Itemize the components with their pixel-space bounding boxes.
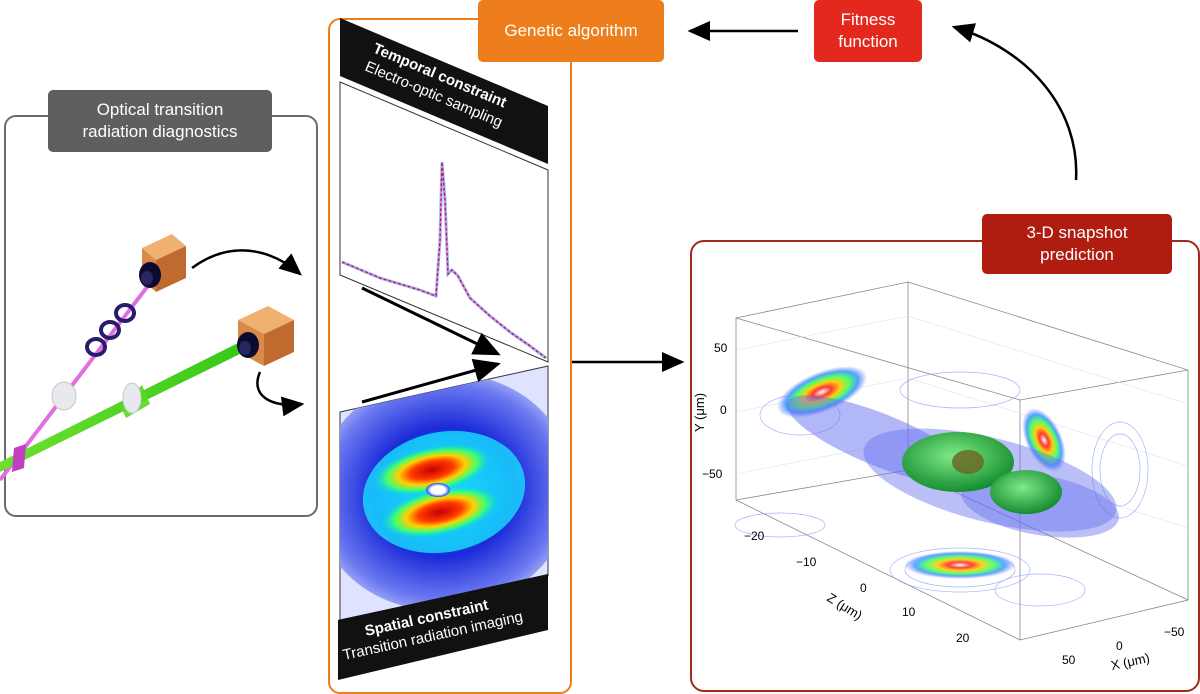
spatial-panel: Spatial constraint Transition radiation … — [338, 358, 549, 680]
x-axis-tick-label: 50 — [1062, 653, 1076, 667]
camera-1 — [139, 234, 186, 292]
snapshot-tag: 3-D snapshot prediction — [982, 214, 1172, 274]
lens-a — [51, 381, 77, 411]
x-axis-tick-label: 0 — [1116, 639, 1123, 653]
snapshot-frame — [690, 240, 1200, 692]
fitness-line2: function — [838, 32, 898, 51]
otr-tag: Optical transition radiation diagnostics — [48, 90, 272, 152]
y-axis-tick-label: 50 — [714, 341, 728, 355]
lens-ring-2 — [99, 320, 121, 340]
fitness-line1: Fitness — [840, 10, 896, 29]
lens-ring-3 — [114, 303, 136, 323]
snapshot-line2: prediction — [1040, 245, 1114, 264]
y-axis-tick-label: −50 — [702, 467, 723, 481]
z-axis-label: Z (μm) — [824, 590, 865, 623]
z-axis-tick-label: 10 — [902, 605, 916, 619]
y-axis-label: Y (μm) — [692, 393, 707, 432]
camera-2 — [237, 306, 294, 366]
z-axis-tick-label: 20 — [956, 631, 970, 645]
temporal-panel: Temporal constraint Electro-optic sampli… — [339, 18, 549, 363]
x-axis-label: X (μm) — [1110, 650, 1152, 673]
plot-3d: 50 0 −50 −20 −10 0 10 20 50 0 −50 Y (μm) Z (μm) X … — [692, 281, 1189, 673]
lens-b — [122, 382, 142, 414]
snapshot-line1: 3-D snapshot — [1026, 223, 1128, 242]
fitness-function-tag: Fitness function — [814, 0, 922, 62]
green-isosurface-2 — [990, 470, 1062, 514]
genetic-frame — [328, 18, 572, 694]
arrow-camera2-to-spatial — [256, 371, 305, 417]
otr-tag-line1: Optical transition — [96, 100, 224, 119]
magenta-beam — [0, 268, 162, 482]
genetic-algorithm-tag: Genetic algorithm — [478, 0, 664, 62]
z-axis-tick-label: 0 — [860, 581, 867, 595]
z-axis-tick-label: −10 — [796, 555, 817, 569]
arrow-spatial — [361, 358, 501, 404]
lens-ring-1 — [85, 337, 107, 357]
arrow-camera1-to-temporal — [191, 249, 302, 276]
arrow-snapshot-to-fitness — [951, 23, 1078, 181]
arrow-temporal — [361, 286, 501, 356]
y-axis-tick-label: 0 — [720, 403, 727, 417]
target-foil — [12, 444, 26, 472]
genetic-algorithm-label: Genetic algorithm — [504, 21, 638, 40]
otr-tag-line2: radiation diagnostics — [82, 122, 238, 141]
x-axis-tick-label: −50 — [1164, 625, 1185, 639]
otr-scene — [0, 234, 305, 482]
z-axis-tick-label: −20 — [744, 529, 765, 543]
